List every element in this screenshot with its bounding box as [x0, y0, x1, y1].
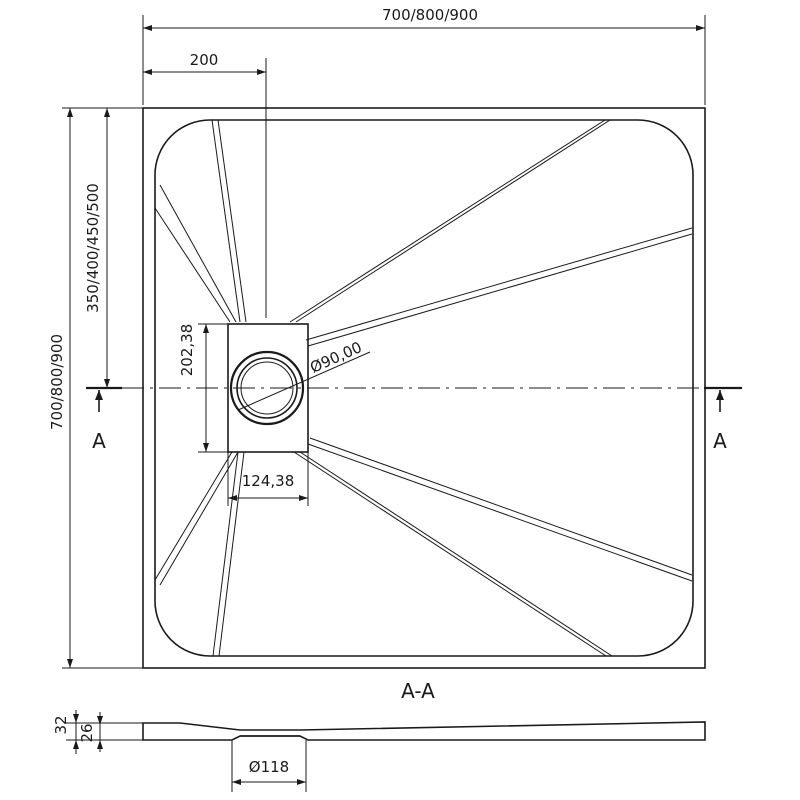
- drain-diameter-dimension: Ø90,00: [237, 338, 371, 411]
- drain-offset-x-label: 200: [190, 51, 219, 69]
- drain-cover-height-dimension: 202,38: [178, 323, 228, 453]
- drain-cover-width-label: 124,38: [242, 472, 295, 490]
- section-marker-right: A: [713, 429, 727, 453]
- slope-lines: [154, 119, 693, 657]
- tray-section-view: [142, 721, 706, 741]
- rim-thickness-dimension: 26: [78, 712, 103, 752]
- drain-offset-x-dimension: 200: [143, 51, 266, 75]
- overall-width-dimension: 700/800/900: [142, 6, 706, 105]
- total-thickness-dimension: 32: [52, 710, 143, 754]
- drain-offset-y-dimension: 350/400/450/500: [84, 108, 110, 388]
- overall-height-label: 700/800/900: [48, 334, 66, 430]
- rim-thickness-label: 26: [78, 723, 96, 742]
- outlet-diameter-dimension: Ø118: [231, 740, 307, 792]
- section-marker-left: A: [92, 429, 106, 453]
- section-title: A-A: [401, 679, 435, 703]
- total-thickness-label: 32: [52, 715, 70, 734]
- overall-height-dimension: 700/800/900: [48, 107, 143, 669]
- drain-offset-y-label: 350/400/450/500: [84, 183, 102, 313]
- overall-width-label: 700/800/900: [382, 6, 478, 24]
- drain-cover-width-dimension: 124,38: [227, 452, 309, 506]
- drain-cover-height-label: 202,38: [178, 324, 196, 377]
- outlet-diameter-label: Ø118: [249, 758, 289, 776]
- section-line: A A: [86, 386, 742, 453]
